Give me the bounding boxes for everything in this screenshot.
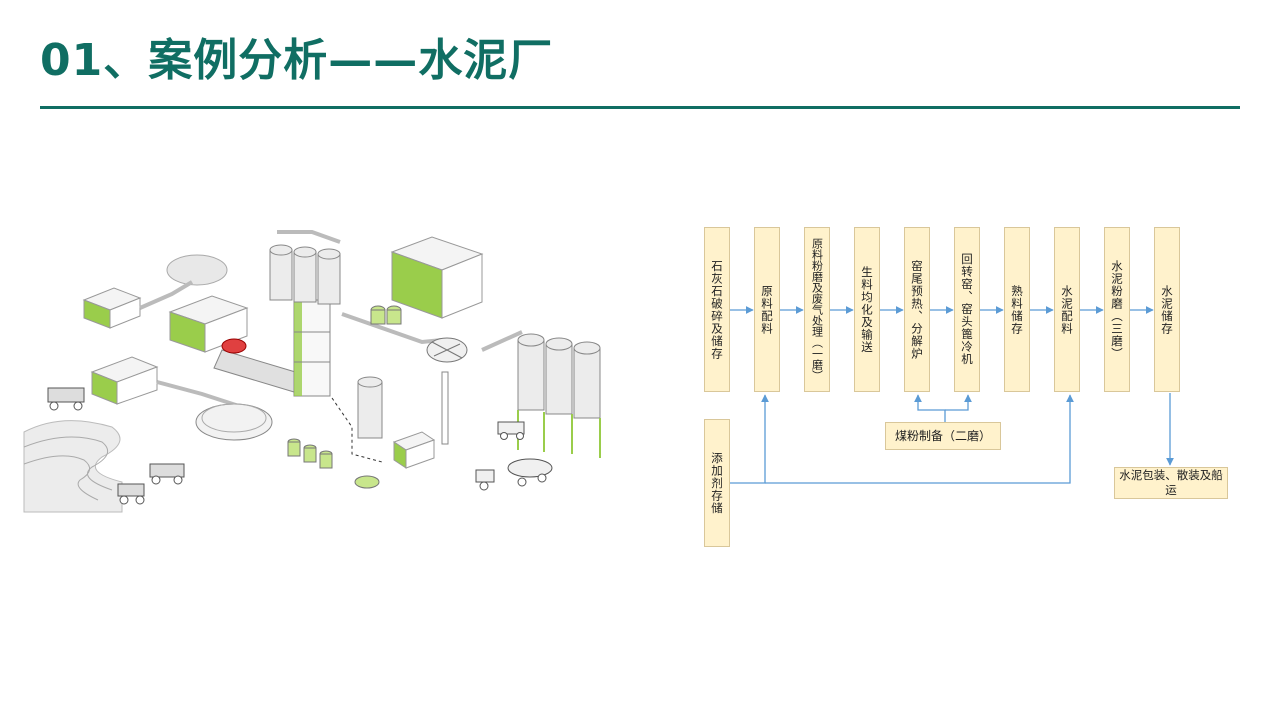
- office-building-icon: [390, 236, 484, 319]
- step-preheater: 窑尾预热、分解炉: [904, 227, 930, 392]
- step-label: 水泥粉磨（三磨）: [1110, 259, 1124, 360]
- title-divider: [40, 106, 1240, 109]
- raw-mill-building-icon: [168, 295, 249, 353]
- chimney-icon: [441, 371, 449, 445]
- mining-trucks-icon: [47, 387, 185, 505]
- step-label: 熟料储存: [1010, 284, 1024, 335]
- cement-mill-icon: [354, 431, 436, 489]
- step-additive-storage: 添加剂存储: [704, 419, 730, 547]
- raw-meal-silos-icon: [269, 244, 341, 305]
- clinker-silo-icon: [357, 376, 383, 439]
- step-limestone-crushing: 石灰石破碎及储存: [704, 227, 730, 392]
- cement-trucks-icon: [475, 421, 553, 491]
- step-label: 原料粉磨及废气处理（一磨）: [810, 238, 824, 381]
- process-flowchart: 石灰石破碎及储存 原料配料 原料粉磨及废气处理（一磨） 生料均化及输送 窑尾预热…: [690, 215, 1240, 560]
- arrow-coal-to-preheater: [914, 394, 946, 422]
- rotary-kiln-icon: [213, 338, 303, 393]
- step-label: 煤粉制备（二磨）: [894, 428, 991, 443]
- step-raw-grinding: 原料粉磨及废气处理（一磨）: [804, 227, 830, 392]
- warehouse-icon: [82, 287, 142, 329]
- flow-arrows: [730, 306, 1174, 484]
- page-title: 01、案例分析——水泥厂: [40, 35, 554, 86]
- step-label: 窑尾预热、分解炉: [910, 259, 924, 360]
- step-cement-storage: 水泥储存: [1154, 227, 1180, 392]
- step-label: 水泥储存: [1160, 284, 1174, 335]
- step-clinker-storage: 熟料储存: [1004, 227, 1030, 392]
- step-packaging: 水泥包装、散装及船运: [1114, 467, 1228, 499]
- cooler-fan-icon: [426, 337, 468, 363]
- step-coal-preparation: 煤粉制备（二磨）: [885, 422, 1001, 450]
- thickener-icon: [195, 403, 273, 441]
- step-label: 水泥配料: [1060, 284, 1074, 335]
- step-raw-batching: 原料配料: [754, 227, 780, 392]
- arrow-additive-to-cement: [765, 394, 1074, 484]
- preheater-tower-icon: [293, 299, 331, 397]
- step-rotary-kiln: 回转窑、窑头篦冷机: [954, 227, 980, 392]
- cement-plant-illustration: [23, 230, 601, 513]
- stockpile-dome-icon: [166, 254, 228, 286]
- process-flow-dashed: [331, 397, 383, 463]
- small-tanks-icon: [287, 305, 402, 469]
- step-label: 原料配料: [760, 284, 774, 335]
- step-cement-batching: 水泥配料: [1054, 227, 1080, 392]
- step-label: 生料均化及输送: [860, 265, 874, 354]
- step-label: 石灰石破碎及储存: [710, 259, 724, 360]
- arrow-coal-to-kiln: [945, 394, 972, 411]
- step-label: 回转窑、窑头篦冷机: [960, 253, 974, 366]
- crusher-building-icon: [90, 356, 159, 405]
- quarry-icon: [23, 420, 123, 513]
- cement-silos-icon: [517, 333, 601, 419]
- step-homogenization: 生料均化及输送: [854, 227, 880, 392]
- step-cement-grinding: 水泥粉磨（三磨）: [1104, 227, 1130, 392]
- arrow-additive-to-raw: [730, 394, 769, 484]
- step-label: 添加剂存储: [710, 451, 724, 515]
- step-label: 水泥包装、散装及船运: [1119, 468, 1223, 497]
